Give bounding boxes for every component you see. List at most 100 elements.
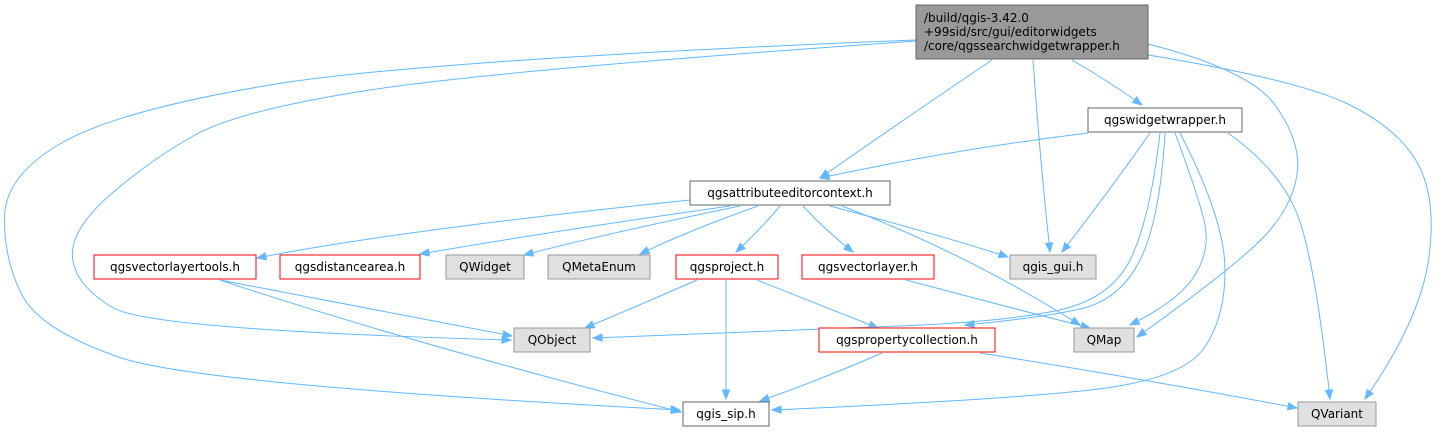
arrowhead [770,405,782,414]
node-label: qgsvectorlayertools.h [110,260,240,274]
node-sip[interactable]: qgis_sip.h [682,401,770,427]
edge-line [771,132,1226,411]
edge-line [905,279,1091,329]
node-box [547,254,651,280]
arrowhead [1128,316,1141,326]
edge-widgetwrapper-to-propcoll [963,132,1166,329]
node-qmap[interactable]: QMap [1073,327,1135,353]
arrowhead [734,242,746,253]
edge-root-to-qobject [71,40,917,344]
node-qmetaenum[interactable]: QMetaEnum [547,254,651,280]
arrowhead [758,393,771,402]
arrowhead [1061,241,1072,254]
arrowhead [867,320,880,329]
edge-line [1227,132,1331,400]
node-vlayer[interactable]: qgsvectorlayer.h [801,254,935,280]
edge-line [964,132,1166,326]
arrowhead [842,242,855,253]
arrowhead [591,333,603,342]
arrowhead [501,335,513,344]
node-qvariant[interactable]: QVariant [1297,401,1377,427]
edge-line [759,352,883,402]
edge-root-to-qmap [1135,43,1299,338]
node-qwidget[interactable]: QWidget [445,254,525,280]
node-box [445,254,525,280]
edge-line [1129,132,1207,326]
node-box [801,254,935,280]
node-attrctx[interactable]: qgsattributeeditorcontext.h [689,180,891,206]
edge-attrctx-to-project [734,205,781,253]
edge-root-to-attrctx [818,59,993,179]
node-label: QObject [528,333,577,347]
node-qobject[interactable]: QObject [513,327,591,353]
arrowhead [1364,388,1374,401]
node-widgetwrapper[interactable]: qgswidgetwrapper.h [1087,107,1243,133]
node-label: qgsproject.h [690,260,765,274]
edge-line [1136,43,1299,338]
node-label: QMetaEnum [562,260,636,274]
node-propcoll[interactable]: qgspropertycollection.h [818,327,996,353]
edge-widgetwrapper-to-attrctx [818,132,1089,181]
edge-line [1061,132,1151,253]
edge-widgetwrapper-to-qobject [591,132,1161,342]
edge-attrctx-to-vlayer [802,205,855,253]
node-label: qgis_gui.h [1023,260,1084,274]
arrowhead [1286,402,1299,411]
node-box [1087,107,1243,133]
edge-widgetwrapper-to-qvariant [1227,132,1334,401]
node-box [682,401,770,427]
arrowhead [670,405,683,414]
node-project[interactable]: qgsproject.h [675,254,779,280]
edge-line [756,279,879,329]
node-label: qgsvectorlayer.h [818,260,918,274]
node-vltools[interactable]: qgsvectorlayertools.h [93,254,257,280]
edge-line [1032,59,1051,253]
edges-layer [3,39,1432,414]
edge-line [256,199,691,259]
edge-attrctx-to-distarea [418,205,731,257]
arrowhead [997,250,1010,259]
edge-line [1071,59,1143,106]
edge-project-to-sip [721,279,731,401]
arrowhead [818,171,831,181]
node-box [1009,254,1097,280]
node-box [1073,327,1135,353]
arrowhead [1135,328,1148,338]
arrowhead [255,252,268,261]
node-label: qgis_sip.h [696,407,755,421]
arrowhead [721,389,731,401]
edge-line [1147,54,1432,400]
edge-line [979,352,1298,409]
node-box [279,254,421,280]
edge-line [819,132,1089,179]
node-label: QWidget [459,260,511,274]
node-label: qgsattributeeditorcontext.h [707,186,873,200]
edge-line [219,279,513,337]
node-label: /build/qgis-3.42.0 [924,11,1029,25]
edge-widgetwrapper-to-qmap [1128,132,1207,326]
node-label: qgswidgetwrapper.h [1104,113,1226,127]
edge-project-to-propcoll [756,279,880,329]
arrowhead [501,330,514,339]
edge-attrctx-to-vltools [255,199,691,261]
node-root[interactable]: /build/qgis-3.42.0+99sid/src/gui/editorw… [915,4,1149,60]
edge-line [819,59,993,179]
edge-line [419,205,731,255]
edge-vltools-to-sip [219,279,683,414]
node-gui[interactable]: qgis_gui.h [1009,254,1097,280]
node-label: +99sid/src/gui/editorwidgets [924,25,1097,39]
node-label: qgspropertycollection.h [836,333,978,347]
edge-propcoll-to-sip [758,352,883,402]
arrowhead [522,248,535,257]
node-box [93,254,257,280]
node-box [675,254,779,280]
node-distarea[interactable]: qgsdistancearea.h [279,254,421,280]
edge-line [3,39,917,411]
edge-line [219,279,682,413]
node-label: QVariant [1311,407,1363,421]
node-box [513,327,591,353]
edge-root-to-qvariant [1147,54,1432,401]
edge-project-to-qobject [583,279,698,329]
arrowhead [418,248,431,257]
node-label: QMap [1087,333,1122,347]
